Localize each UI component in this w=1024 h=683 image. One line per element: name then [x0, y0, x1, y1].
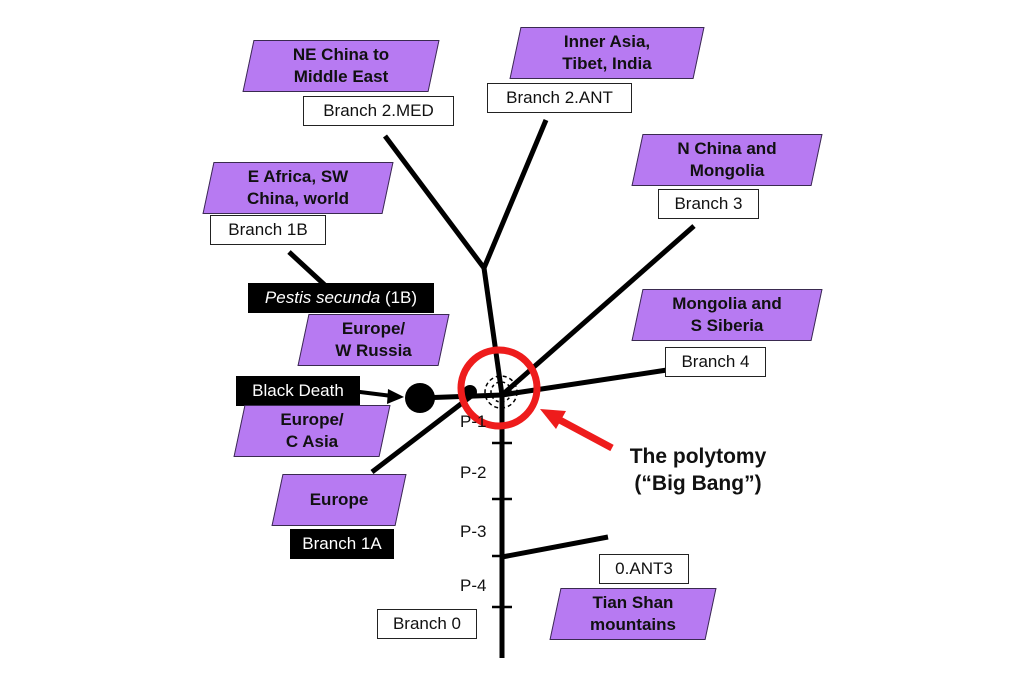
branch-0ant3-line: [501, 534, 609, 560]
polytomy-dashed-ring-inner: [490, 381, 512, 403]
polytomy-arrowhead: [540, 409, 566, 429]
branch-0-label: Branch 0: [377, 609, 477, 639]
region-europe-c-asia-label: Europe/ C Asia: [280, 410, 344, 451]
region-e-africa-label: E Africa, SW China, world: [247, 167, 349, 208]
secondary-node: [463, 385, 477, 399]
region-tian-shan-label: Tian Shan mountains: [590, 593, 676, 634]
region-tian-shan-mountains: Tian Shan mountains: [549, 588, 717, 640]
polytomy-arrow: [554, 414, 614, 452]
ant3-label: 0.ANT3: [599, 554, 689, 584]
branch-1b-label: Branch 1B: [210, 215, 326, 245]
polytomy-callout-line2: (“Big Bang”): [634, 472, 762, 495]
polytomy-dashed-ring-outer: [484, 375, 518, 409]
stem-line: [481, 267, 505, 396]
branch-4-label: Branch 4: [665, 347, 766, 377]
black-death-node: [405, 383, 435, 413]
trunk-marker-p3: P-3: [460, 522, 487, 541]
branch-3-label: Branch 3: [658, 189, 759, 219]
polytomy-callout-line1: The polytomy: [629, 445, 767, 468]
region-europe-w-russia-label: Europe/ W Russia: [335, 319, 412, 360]
region-mongolia-s-siberia: Mongolia and S Siberia: [631, 289, 823, 341]
branch-1a-line: [370, 395, 472, 474]
region-europe-label: Europe: [309, 490, 369, 509]
region-n-china-mongolia: N China and Mongolia: [631, 134, 823, 186]
pestis-secunda-italic: Pestis secunda: [264, 288, 381, 307]
branch-2-ant-label: Branch 2.ANT: [487, 83, 632, 113]
black-death-arrowhead: [387, 389, 404, 404]
polytomy-callout: The polytomy (“Big Bang”): [616, 443, 780, 497]
pestis-secunda-suffix: (1B): [380, 288, 418, 307]
black-death-label: Black Death: [236, 376, 360, 406]
region-ne-china-middle-east: NE China to Middle East: [242, 40, 440, 92]
region-mongolia-siberia-label: Mongolia and S Siberia: [672, 294, 782, 335]
branch-2med-line: [383, 134, 486, 270]
branch-2ant-line: [481, 119, 549, 269]
trunk-marker-p4: P-4: [460, 576, 487, 595]
trunk-marker-p1: P-1: [460, 412, 487, 431]
branch-2-med-label: Branch 2.MED: [303, 96, 454, 126]
region-europe-w-russia: Europe/ W Russia: [297, 314, 450, 366]
branch-4-line: [501, 367, 668, 398]
region-e-africa-sw-china-world: E Africa, SW China, world: [202, 162, 394, 214]
trunk-marker-p2: P-2: [460, 463, 487, 482]
region-inner-asia-tibet-india: Inner Asia, Tibet, India: [509, 27, 705, 79]
pestis-secunda-label: Pestis secunda (1B): [248, 283, 434, 313]
region-ne-china-middle-east-label: NE China to Middle East: [292, 45, 390, 86]
branch-1a-label: Branch 1A: [290, 529, 394, 559]
branch-1b-line: [287, 250, 330, 290]
polytomy-highlight-ring: [457, 346, 541, 430]
region-europe-c-asia: Europe/ C Asia: [233, 405, 391, 457]
region-inner-asia-label: Inner Asia, Tibet, India: [562, 32, 652, 73]
region-n-china-mongolia-label: N China and Mongolia: [677, 139, 777, 180]
region-europe: Europe: [271, 474, 407, 526]
